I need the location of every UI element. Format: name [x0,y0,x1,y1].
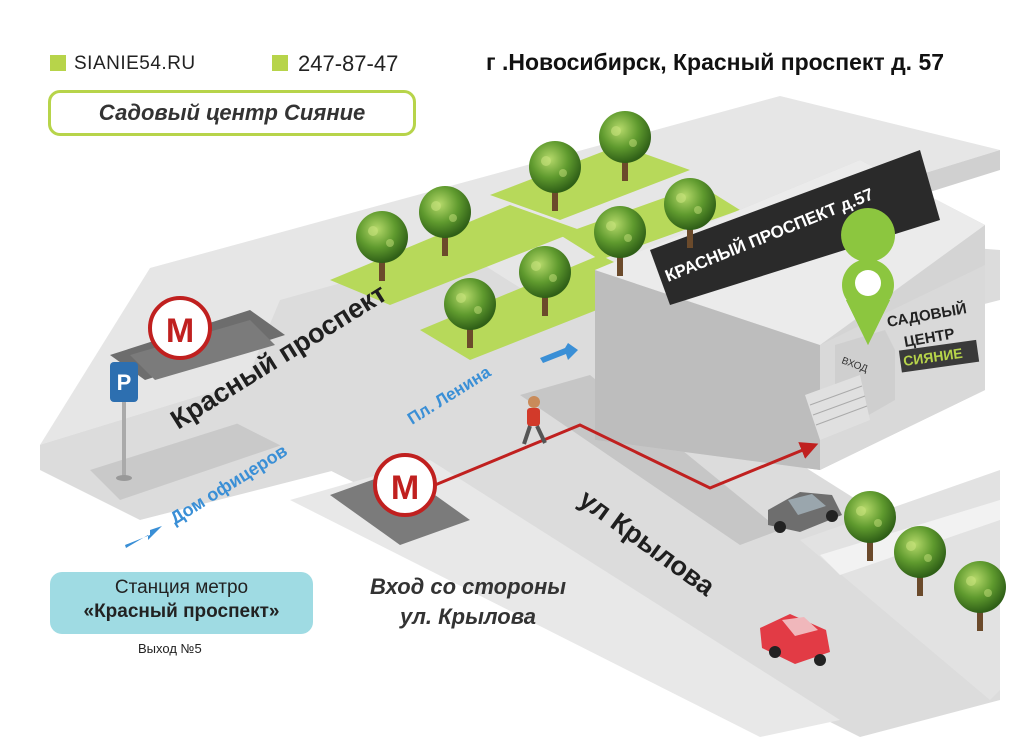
title-box: Садовый центр Сияние [48,90,416,136]
pedestrian-icon [522,396,547,445]
website-bullet [50,55,66,71]
website-text[interactable]: SIANIE54.RU [74,53,196,74]
metro-letter-upper: М [166,312,194,350]
parking-icon [110,362,138,402]
arrow-lenina-icon [540,343,578,363]
entry-line2: ул. Крылова [400,604,536,629]
route-path [434,423,819,490]
arrow-officers-icon [125,526,162,548]
car-gray-icon [768,492,842,533]
metro-icon-upper [148,296,212,360]
address-text: г .Новосибирск, Красный проспект д. 57 [486,49,945,75]
phone-bullet [272,55,288,71]
entry-line1: Вход со стороны [369,574,567,599]
car-red-icon [760,614,830,666]
entry-note: Вход со стороны ул. Крылова [318,572,618,632]
metro-letter-lower: М [391,469,419,507]
title-text: Садовый центр Сияние [98,100,366,125]
metro-station-name: «Красный проспект» [83,601,280,622]
metro-station-box: Станция метро «Красный проспект» [50,572,313,634]
phone-text[interactable]: 247-87-47 [298,51,399,76]
metro-station-line1: Станция метро [114,577,249,598]
parking-letter: P [117,370,132,395]
metro-exit-label: Выход №5 [138,641,202,656]
